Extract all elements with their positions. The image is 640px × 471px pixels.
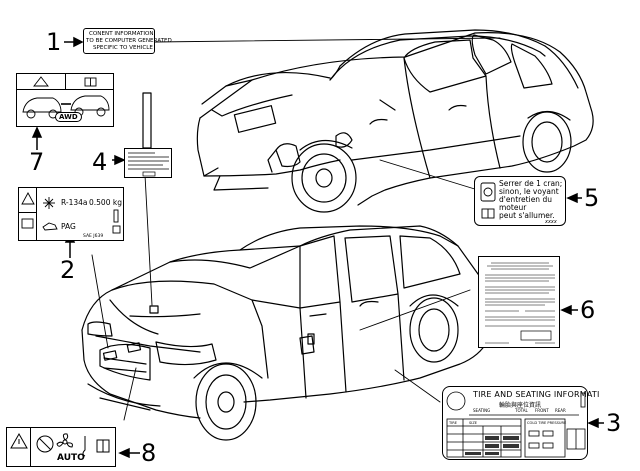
tire-column-label: TIRE bbox=[449, 421, 458, 425]
label-1-line-2: TO BE COMPUTER GENERATED bbox=[86, 38, 172, 44]
lower-car-drawing bbox=[81, 225, 491, 441]
fan-icon bbox=[56, 433, 73, 448]
label-5-line-1: Serrer de 1 cran; bbox=[499, 179, 563, 188]
label-5-line-5: peut s'allumer. bbox=[499, 211, 555, 220]
sae-standard: SAE J639 bbox=[83, 234, 104, 239]
callout-2: 2 bbox=[60, 256, 76, 284]
callout-4: 4 bbox=[92, 148, 108, 176]
refrigerant-amount: 0.500 kg bbox=[89, 198, 122, 207]
label-4-placard bbox=[124, 148, 172, 178]
label-5-line-4: moteur bbox=[499, 203, 527, 212]
callout-5: 5 bbox=[584, 184, 600, 212]
label-5-fuel-cap: Serrer de 1 cran; sinon, le voyant d'ent… bbox=[474, 176, 566, 226]
rear-label: REAR bbox=[555, 408, 566, 413]
tire-label-subtitle: 輪胎與座位資訊 bbox=[499, 402, 542, 409]
label-3-art bbox=[446, 391, 586, 458]
callout-1: 1 bbox=[46, 28, 62, 56]
label-5-line-3: d'entretien du bbox=[499, 195, 552, 204]
book-icon bbox=[21, 218, 34, 229]
leader-lines bbox=[91, 37, 501, 421]
oil-can-icon bbox=[42, 222, 58, 231]
label-4-art bbox=[128, 152, 169, 177]
label-3-tire-seating: TIRE AND SEATING INFORMATI 輪胎與座位資訊 SEATI… bbox=[442, 386, 599, 460]
no-ac-icon bbox=[36, 435, 54, 453]
oil-type: PAG bbox=[61, 222, 76, 231]
callout-7: 7 bbox=[29, 148, 45, 176]
tire-label-title: TIRE AND SEATING INFORMATI bbox=[473, 390, 600, 399]
size-column-label: SIZE bbox=[469, 421, 478, 425]
warning-icon bbox=[21, 192, 35, 205]
tire-icon bbox=[446, 391, 466, 411]
fuel-cap-icon bbox=[480, 182, 496, 202]
callout-3: 3 bbox=[606, 409, 622, 437]
label-5-art bbox=[480, 182, 496, 219]
label-6-art bbox=[485, 262, 555, 344]
label-5-line-2: sinon, le voyant bbox=[499, 187, 559, 196]
callout-6: 6 bbox=[580, 296, 596, 324]
label-5-code: xxxx bbox=[545, 219, 557, 225]
snowflake-icon bbox=[43, 197, 55, 209]
cold-tire-pressure-label: COLD TIRE PRESSURE bbox=[527, 421, 567, 425]
warning-icon bbox=[33, 76, 49, 87]
label-8-art bbox=[10, 432, 110, 457]
label-1-line-1: CONENT INFORMATION bbox=[89, 31, 154, 37]
warning-icon bbox=[10, 432, 28, 449]
callout-8: 8 bbox=[141, 439, 157, 467]
upper-car-drawing bbox=[196, 29, 594, 213]
label-2-refrigerant: R-134a 0.500 kg PAG SAE J639 bbox=[18, 187, 124, 241]
awd-badge: AWD bbox=[55, 112, 82, 122]
label-6-emissions bbox=[478, 256, 560, 348]
total-label: TOTAL bbox=[515, 408, 528, 413]
refrigerant-type: R-134a bbox=[61, 198, 88, 207]
label-8-climate: AUTO bbox=[6, 427, 116, 467]
label-1-content-info: CONENT INFORMATION TO BE COMPUTER GENERA… bbox=[83, 28, 172, 54]
front-label: FRONT bbox=[535, 408, 549, 413]
auto-label: AUTO bbox=[57, 453, 85, 463]
seating-label: SEATING bbox=[473, 408, 491, 413]
label-7-awd: AWD bbox=[16, 73, 114, 127]
label-2-art bbox=[21, 192, 121, 234]
temp-icon bbox=[82, 436, 86, 457]
label-1-line-3: SPECIFIC TO VEHICLE bbox=[93, 45, 153, 51]
